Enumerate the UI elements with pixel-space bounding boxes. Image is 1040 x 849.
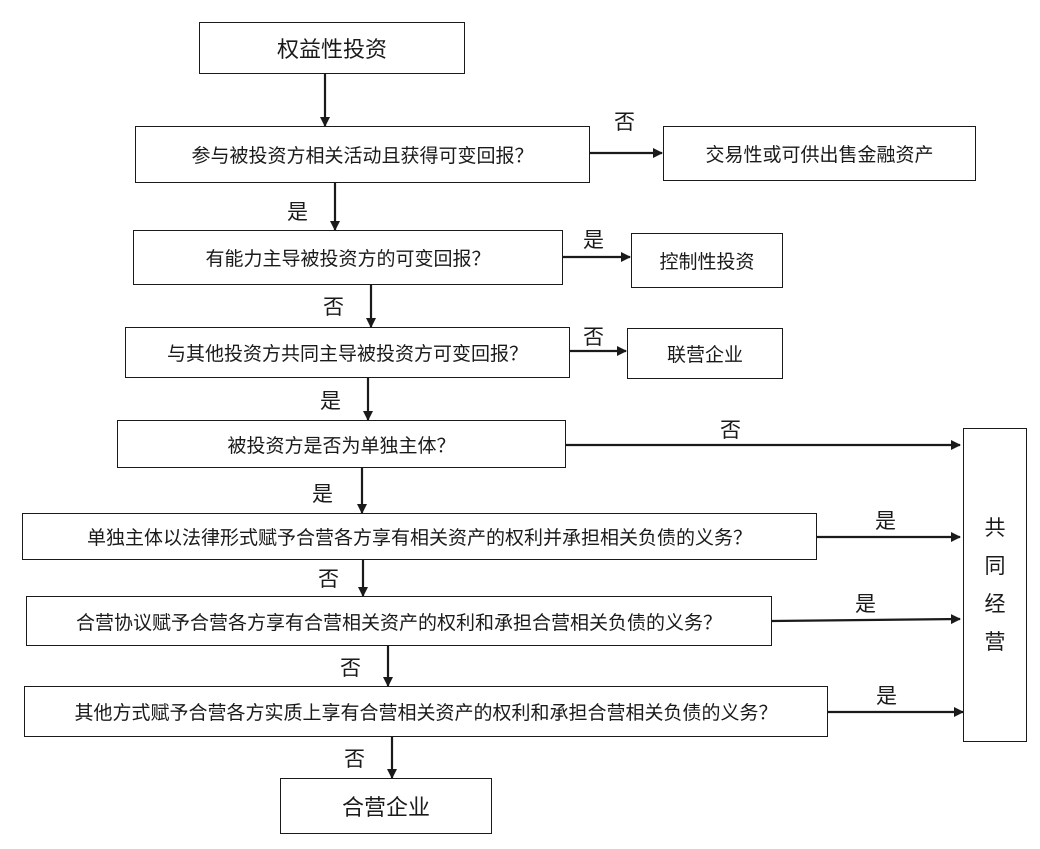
node-equity-investment-text: 权益性投资 — [276, 38, 387, 63]
node-q-separate-vehicle: 被投资方是否为单独主体？ — [117, 420, 566, 468]
node-q-legal-form-text: 单独主体以法律形式赋予合营各方享有相关资产的权利并承担相关负债的义务？ — [86, 527, 752, 549]
edge-label-separate-no: 否 — [720, 418, 741, 442]
node-equity-investment: 权益性投资 — [199, 22, 465, 74]
node-controlling-text: 控制性投资 — [659, 251, 755, 273]
node-associate-text: 联营企业 — [666, 344, 743, 366]
edge-label-power-yes: 是 — [583, 228, 604, 252]
edge-label-legal-no: 否 — [318, 567, 339, 591]
edge-label-other-yes: 是 — [876, 684, 897, 708]
node-q-power-text: 有能力主导被投资方的可变回报？ — [205, 248, 491, 270]
edge-label-participate-no: 否 — [614, 110, 635, 134]
node-q-separate-vehicle-text: 被投资方是否为单独主体？ — [227, 434, 456, 457]
node-q-legal-form: 单独主体以法律形式赋予合营各方享有相关资产的权利并承担相关负债的义务？ — [22, 513, 817, 560]
edge-label-separate-yes: 是 — [312, 482, 333, 506]
node-joint-operation-char-1: 共 — [984, 516, 1006, 540]
node-q-joint-control: 与其他投资方共同主导被投资方可变回报？ — [125, 327, 570, 378]
node-q-participate-text: 参与被投资方相关活动且获得可变回报？ — [191, 145, 534, 167]
node-joint-operation-char-4: 营 — [984, 630, 1006, 654]
edge-label-power-no: 否 — [323, 295, 344, 319]
edge-label-other-no: 否 — [344, 747, 365, 771]
node-trading-or-afs: 交易性或可供出售金融资产 — [663, 126, 976, 181]
node-q-contract: 合营协议赋予合营各方享有合营相关资产的权利和承担合营相关负债的义务？ — [26, 596, 772, 646]
edge-label-joint-yes: 是 — [320, 389, 341, 413]
edge-label-contract-yes: 是 — [855, 592, 876, 616]
edge-label-joint-no: 否 — [583, 325, 604, 349]
edge-label-participate-yes: 是 — [287, 200, 308, 224]
edge-label-legal-yes: 是 — [875, 509, 896, 533]
node-joint-operation: 共 同 经 营 — [963, 428, 1027, 742]
node-joint-venture: 合营企业 — [280, 778, 492, 834]
node-q-power: 有能力主导被投资方的可变回报？ — [133, 230, 563, 285]
node-q-other: 其他方式赋予合营各方实质上享有合营相关资产的权利和承担合营相关负债的义务？ — [24, 686, 828, 737]
node-controlling: 控制性投资 — [631, 233, 783, 288]
node-joint-venture-text: 合营企业 — [341, 796, 430, 821]
node-trading-or-afs-text: 交易性或可供出售金融资产 — [705, 144, 934, 166]
node-q-contract-text: 合营协议赋予合营各方享有合营相关资产的权利和承担合营相关负债的义务？ — [75, 611, 722, 634]
node-q-participate: 参与被投资方相关活动且获得可变回报？ — [135, 126, 590, 183]
node-associate: 联营企业 — [627, 328, 783, 379]
edge-contract-to-jointop — [771, 614, 961, 625]
edge-label-contract-no: 否 — [340, 656, 361, 680]
node-joint-operation-char-3: 经 — [984, 592, 1006, 616]
node-joint-operation-char-2: 同 — [984, 554, 1006, 578]
node-q-other-text: 其他方式赋予合营各方实质上享有合营相关资产的权利和承担合营相关负债的义务？ — [74, 702, 778, 724]
node-q-joint-control-text: 与其他投资方共同主导被投资方可变回报？ — [166, 343, 528, 365]
